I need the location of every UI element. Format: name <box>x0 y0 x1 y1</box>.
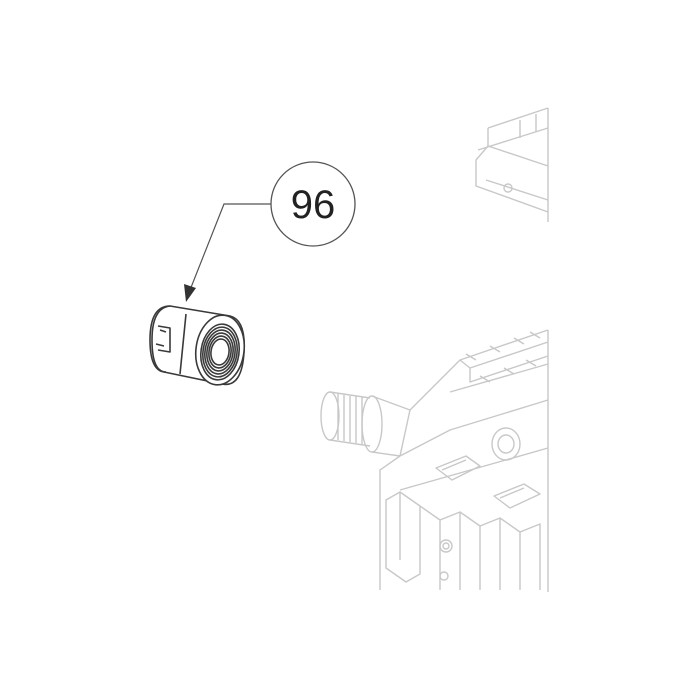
callout-number: 96 <box>291 183 336 227</box>
cap-wrench-flat <box>157 325 171 353</box>
callout-leader <box>184 203 272 302</box>
ghost-receiver-assembly <box>320 329 549 592</box>
ghost-threaded-barrel <box>320 391 411 457</box>
cap-internal-threads <box>199 323 241 381</box>
cap-back-rim <box>151 305 171 373</box>
leader-arrowhead <box>184 284 196 302</box>
callout-balloon[interactable]: 96 <box>270 161 356 247</box>
thread-protector-cap[interactable] <box>149 305 249 388</box>
ghost-upper-rail <box>475 107 549 222</box>
